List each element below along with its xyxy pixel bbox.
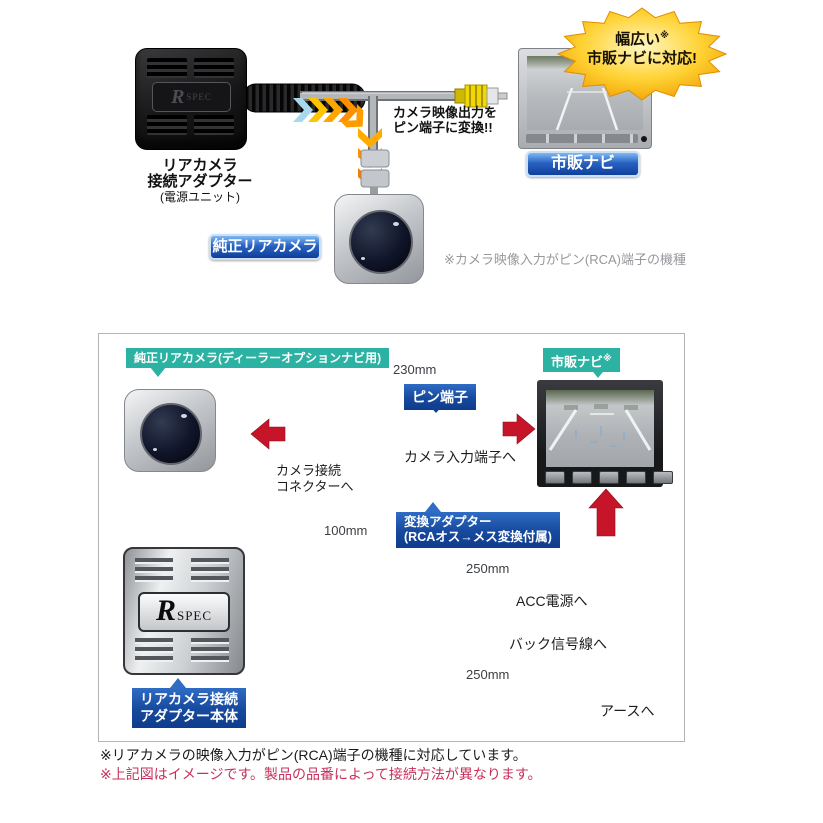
diagram-navi-header: 市販ナビ※ [543, 348, 620, 373]
logo-r: R [155, 594, 176, 627]
adapter-unit-device: R SPEC [123, 547, 245, 675]
footnote-disclaimer: ※上記図はイメージです。製品の品番によって接続方法が異なります。 [100, 766, 542, 782]
logo-spec: SPEC [186, 92, 212, 102]
starburst-asterisk: ※ [660, 30, 669, 40]
back-signal-label: バック信号線へ [509, 636, 607, 652]
converter-line2: (RCAオス→メス変換付属) [404, 530, 552, 544]
adapter-unit-line1: リアカメラ接続 [140, 691, 238, 707]
power-led [641, 136, 647, 142]
up-pointer-icon [170, 678, 186, 688]
arrow-right-icon [502, 413, 536, 445]
navi-header-text: 市販ナビ [551, 354, 604, 370]
dim-250mm-ground: 250mm [466, 667, 510, 682]
vent-slots [194, 58, 234, 78]
diagram-oem-camera-header: 純正リアカメラ(ディーラーオプションナビ用) [126, 348, 390, 368]
lens-glint [393, 222, 399, 226]
lens-glint [153, 448, 157, 451]
oem-camera-badge: 純正リアカメラ [209, 234, 321, 260]
up-pointer-icon [425, 502, 441, 512]
down-pointer-icon [590, 368, 606, 378]
adapter-unit-line2: アダプター本体 [140, 708, 238, 724]
power-unit-caption: リアカメラ 接続アダプター (電源ユニット) [125, 157, 275, 205]
dim-100mm: 100mm [324, 523, 368, 538]
monitor-button [599, 471, 619, 484]
rear-view-guides [555, 87, 619, 130]
arrow-left-icon [250, 418, 286, 450]
arrow-up-icon [588, 488, 624, 537]
pin-plug-label: ピン端子 [404, 384, 476, 410]
ground-label: アースへ [600, 703, 655, 719]
vent-slots [191, 638, 229, 664]
camera-input-label: カメラ入力端子へ [404, 449, 516, 465]
gray-av-cable [300, 91, 456, 152]
converter-label: 変換アダプター (RCAオス→メス変換付属) [396, 512, 560, 548]
convert-note-line2: ピン端子に変換!! [393, 120, 493, 135]
monitor-screen [546, 390, 654, 467]
camera-connector-line1: カメラ接続 [276, 463, 342, 478]
starburst-icon [556, 7, 728, 101]
footnote-compat: ※リアカメラの映像入力がピン(RCA)端子の機種に対応しています。 [100, 747, 527, 763]
parking-view [548, 404, 652, 451]
acc-power-label: ACC電源へ [516, 593, 588, 609]
convert-note-line1: カメラ映像出力を [393, 105, 498, 120]
rspec-logo-plate: R SPEC [138, 592, 230, 632]
oem-rear-camera-photo [334, 194, 424, 284]
monitor-buttons [526, 134, 638, 143]
caption-line: リアカメラ [162, 157, 238, 174]
camera-connector-label: カメラ接続 コネクターへ [276, 463, 353, 495]
camera-connector-line2: コネクターへ [276, 479, 354, 494]
converter-line1: 変換アダプター [404, 515, 492, 529]
logo-r: R [171, 85, 185, 108]
rca-plug-top [454, 84, 508, 108]
monitor-button [653, 471, 673, 484]
starburst-line1: 幅広い [615, 31, 661, 48]
starburst-text: 幅広い※ 市販ナビに対応! [576, 26, 708, 68]
monitor-button [626, 471, 646, 484]
vent-slots [135, 558, 173, 584]
starburst-line2: 市販ナビに対応! [587, 50, 697, 67]
signal-flow-arrows-icon [293, 98, 382, 188]
vent-slots [135, 638, 173, 664]
dim-250mm-acc: 250mm [466, 561, 510, 576]
camera-lens [140, 403, 202, 465]
logo-spec: SPEC [176, 608, 213, 623]
oem-rear-camera-diagram [124, 389, 216, 472]
vent-slots [194, 115, 234, 135]
monitor-screen [527, 56, 643, 130]
lens-glint [181, 414, 187, 418]
power-unit-device: R SPEC [135, 48, 247, 150]
navi-monitor-diagram [537, 380, 673, 487]
caption-line: (電源ユニット) [160, 190, 240, 204]
navi-header-asterisk: ※ [603, 353, 612, 363]
monitor-button [572, 471, 592, 484]
down-pointer-icon [428, 404, 444, 413]
monitor-button [545, 471, 565, 484]
monitor-buttons [545, 471, 673, 484]
adapter-unit-label: リアカメラ接続 アダプター本体 [132, 688, 246, 728]
top-footnote: ※カメラ映像入力がピン(RCA)端子の機種 [444, 252, 686, 267]
navi-badge: 市販ナビ [526, 151, 640, 177]
convert-note: カメラ映像出力を ピン端子に変換!! [393, 105, 497, 135]
vent-slots [147, 115, 187, 135]
camera-lens [349, 210, 413, 274]
down-pointer-icon [150, 367, 166, 377]
camera-lead-connectors [360, 149, 390, 196]
vent-slots [147, 58, 187, 78]
lens-glint [361, 257, 365, 260]
rspec-logo-plate: R SPEC [152, 82, 231, 112]
vent-slots [191, 558, 229, 584]
dim-230mm: 230mm [393, 362, 437, 377]
caption-line: 接続アダプター [147, 173, 253, 190]
